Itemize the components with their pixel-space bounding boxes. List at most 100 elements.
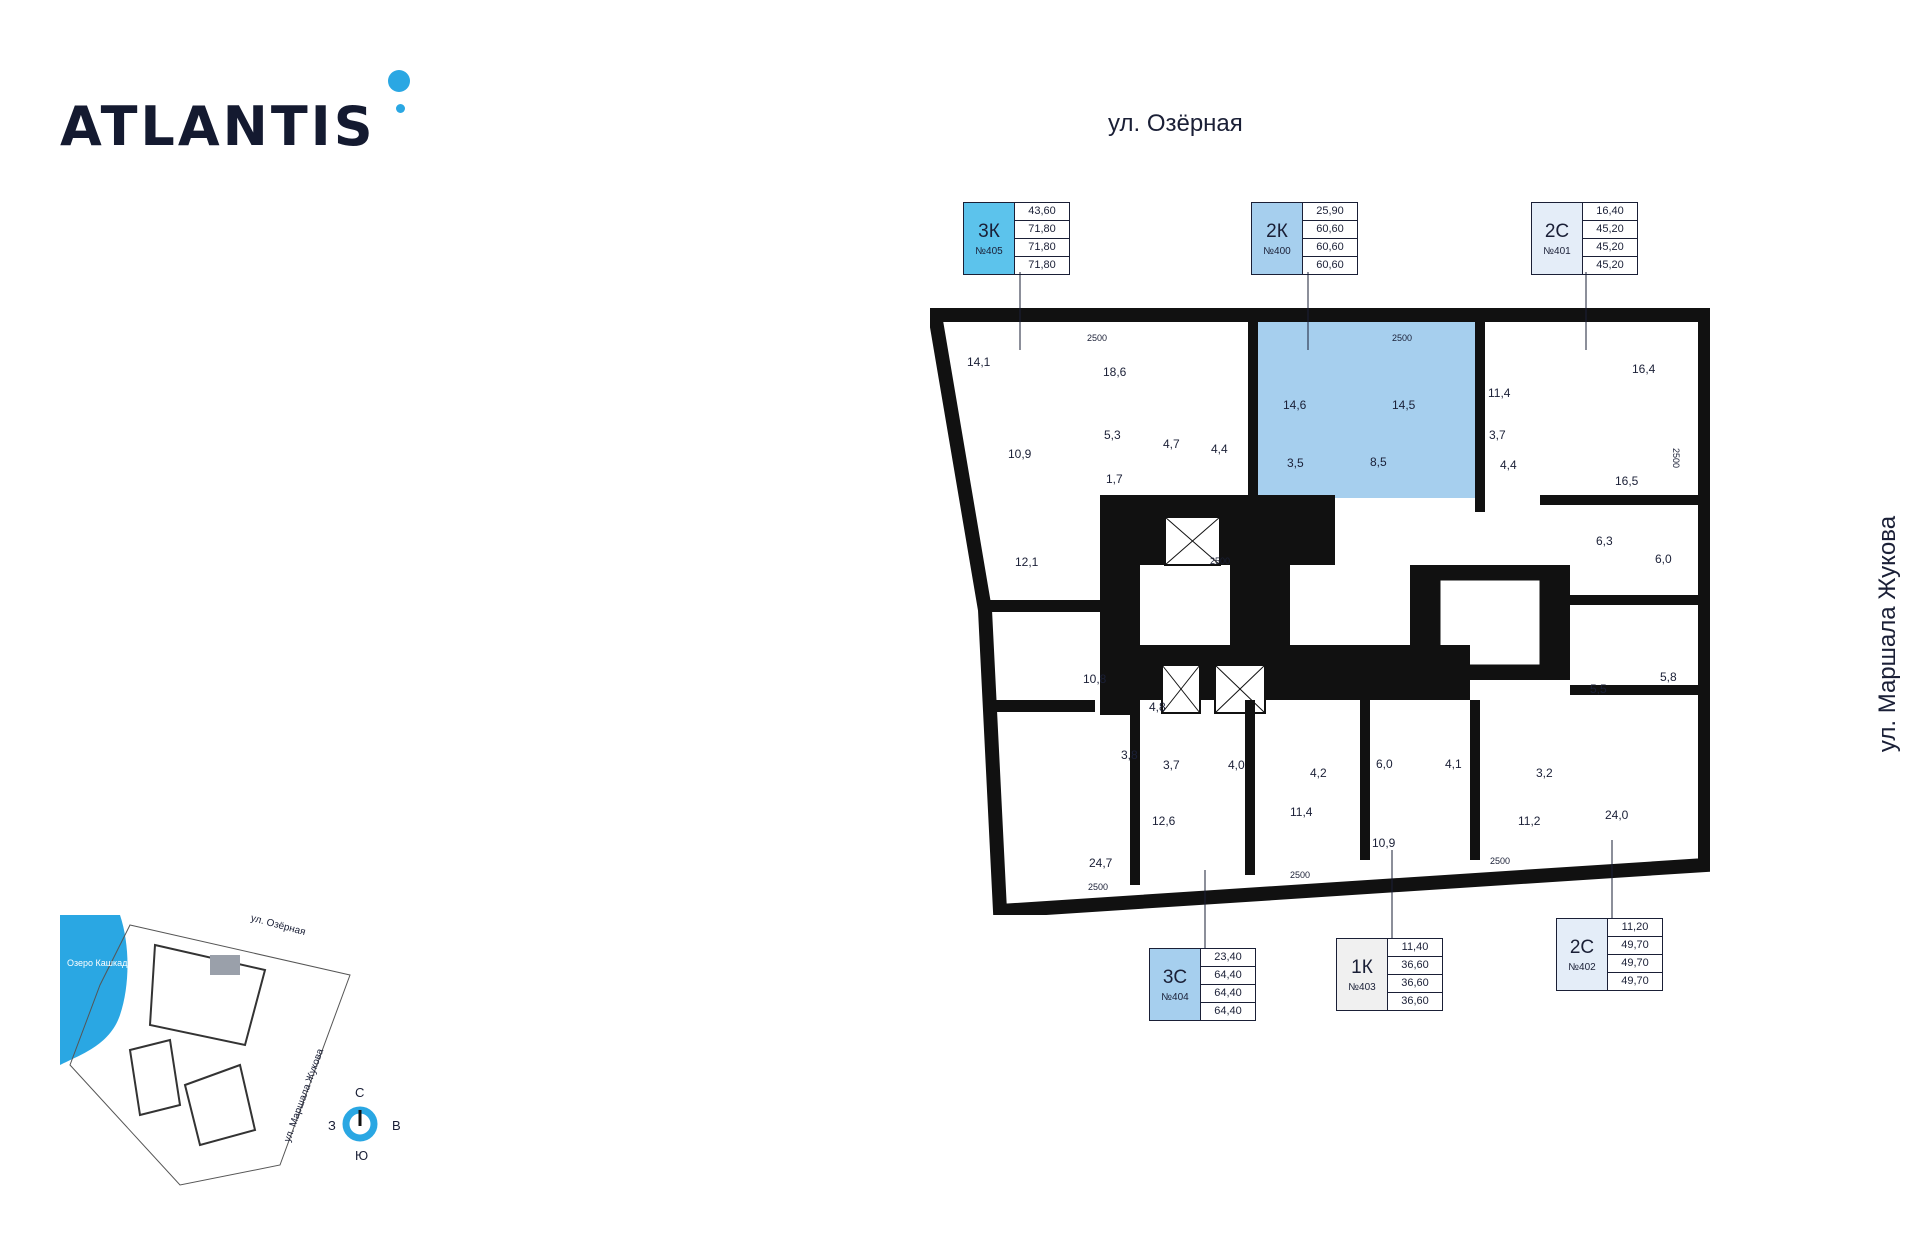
apartment-type: 2С xyxy=(1569,936,1595,958)
room-area: 24,0 xyxy=(1605,808,1629,822)
apartment-areas: 43,60 71,80 71,80 71,80 xyxy=(1015,203,1069,274)
area-value: 49,70 xyxy=(1608,955,1662,973)
room-area: 24,7 xyxy=(1089,856,1113,870)
partition-west xyxy=(985,600,1105,612)
room-area: 11,4 xyxy=(1488,386,1511,400)
area-value: 25,90 xyxy=(1303,203,1357,221)
room-area: 4,1 xyxy=(1445,757,1462,771)
room-area: 3,7 xyxy=(1489,428,1506,442)
apartment-card-402[interactable]: 2С №402 11,20 49,70 49,70 49,70 xyxy=(1556,918,1663,991)
dimension-label: 2500 xyxy=(1490,856,1511,866)
corridor-wall-left xyxy=(1100,495,1140,715)
street-top-label: ул. Озёрная xyxy=(1108,110,1243,137)
room-area: 16,5 xyxy=(1615,474,1639,488)
room-area: 10,8 xyxy=(1083,672,1107,686)
elevator-3 xyxy=(1214,664,1266,714)
compass-south: Ю xyxy=(355,1148,369,1163)
apartment-card-405[interactable]: 3К №405 43,60 71,80 71,80 71,80 xyxy=(963,202,1070,275)
dimension-label: 2500 xyxy=(1392,333,1413,343)
room-area: 16,4 xyxy=(1632,362,1656,376)
apartment-areas: 11,40 36,60 36,60 36,60 xyxy=(1388,939,1442,1010)
room-area: 8,5 xyxy=(1370,455,1387,469)
floor-plan xyxy=(930,308,1710,915)
apartment-card-404[interactable]: 3С №404 23,40 64,40 64,40 64,40 xyxy=(1149,948,1256,1021)
building-block-c xyxy=(183,1063,257,1147)
elevator-2 xyxy=(1161,664,1201,714)
room-area: 5,8 xyxy=(1660,670,1677,684)
partition-401 xyxy=(1475,322,1485,512)
partition-405-400 xyxy=(1248,322,1258,498)
partition-404-inner xyxy=(1130,700,1140,885)
room-area: 4,8 xyxy=(1149,700,1166,714)
area-value: 49,70 xyxy=(1621,975,1649,987)
apartment-code: 3К №405 xyxy=(964,203,1015,274)
apartment-number: №404 xyxy=(1161,991,1189,1003)
area-value: 36,60 xyxy=(1388,957,1442,975)
apartment-number: №403 xyxy=(1348,981,1376,993)
apartment-code: 2С №402 xyxy=(1557,919,1608,990)
apartment-areas: 11,20 49,70 49,70 49,70 xyxy=(1608,919,1662,990)
area-value: 36,60 xyxy=(1401,995,1429,1007)
area-value: 60,60 xyxy=(1303,239,1357,257)
apartment-code: 2С №401 xyxy=(1532,203,1583,274)
apartment-number: №402 xyxy=(1568,961,1596,973)
apartment-type: 3С xyxy=(1162,966,1188,988)
area-value: 64,40 xyxy=(1201,985,1255,1003)
apartment-areas: 23,40 64,40 64,40 64,40 xyxy=(1201,949,1255,1020)
dimension-label: 2500 xyxy=(1088,882,1109,892)
room-area: 11,4 xyxy=(1290,805,1313,819)
room-area: 5,5 xyxy=(1590,682,1607,696)
apartment-type: 2С xyxy=(1544,220,1570,242)
partition-402 xyxy=(1470,700,1480,860)
room-area: 3,2 xyxy=(1536,766,1553,780)
apartment-400-area[interactable] xyxy=(1248,322,1475,498)
apartment-areas: 16,40 45,20 45,20 45,20 xyxy=(1583,203,1637,274)
room-area: 5,3 xyxy=(1104,428,1121,442)
room-area: 14,6 xyxy=(1283,398,1307,412)
room-area: 1,7 xyxy=(1106,472,1123,486)
area-value: 60,60 xyxy=(1303,221,1357,239)
area-value: 45,20 xyxy=(1583,239,1637,257)
area-value: 71,80 xyxy=(1015,221,1069,239)
compass-east: В xyxy=(392,1118,401,1133)
dimension-label: 2500 xyxy=(1210,556,1231,566)
logo-dot-small-icon xyxy=(396,104,405,113)
area-value: 23,40 xyxy=(1201,949,1255,967)
apartment-card-403[interactable]: 1К №403 11,40 36,60 36,60 36,60 xyxy=(1336,938,1443,1011)
room-area: 3,7 xyxy=(1163,758,1180,772)
apartment-type: 3К xyxy=(978,220,1000,242)
room-area: 11,2 xyxy=(1518,814,1541,828)
apartment-type: 2К xyxy=(1266,220,1288,242)
area-value: 45,20 xyxy=(1596,259,1624,271)
apartment-number: №400 xyxy=(1263,245,1291,257)
room-area: 6,3 xyxy=(1596,534,1613,548)
area-value: 11,20 xyxy=(1608,919,1662,937)
room-area: 18,6 xyxy=(1103,365,1127,379)
compass-icon xyxy=(342,1106,378,1142)
room-area: 4,4 xyxy=(1211,442,1228,456)
compass-west: З xyxy=(328,1118,336,1133)
room-area: 6,0 xyxy=(1376,757,1393,771)
area-value: 36,60 xyxy=(1388,975,1442,993)
room-area: 10,9 xyxy=(1372,836,1396,850)
floor-outline xyxy=(930,308,1710,915)
site-boundary xyxy=(69,924,351,1186)
partition-west-2 xyxy=(985,700,1095,712)
apartment-type: 1К xyxy=(1351,956,1373,978)
apartment-number: №401 xyxy=(1543,245,1571,257)
apartment-card-400[interactable]: 2К №400 25,90 60,60 60,60 60,60 xyxy=(1251,202,1358,275)
lake-shape xyxy=(60,915,128,1065)
dimension-label: 2500 xyxy=(1290,870,1311,880)
room-area: 10,9 xyxy=(1008,447,1032,461)
room-area: 6,0 xyxy=(1655,552,1672,566)
area-value: 64,40 xyxy=(1214,1005,1242,1017)
current-section xyxy=(210,955,240,975)
area-value: 43,60 xyxy=(1015,203,1069,221)
partition-east-2 xyxy=(1570,595,1705,605)
area-value: 45,20 xyxy=(1583,221,1637,239)
apartment-code: 1К №403 xyxy=(1337,939,1388,1010)
brand-logo: ATLANTIS xyxy=(60,95,376,158)
apartment-card-401[interactable]: 2С №401 16,40 45,20 45,20 45,20 xyxy=(1531,202,1638,275)
room-area: 14,5 xyxy=(1392,398,1416,412)
